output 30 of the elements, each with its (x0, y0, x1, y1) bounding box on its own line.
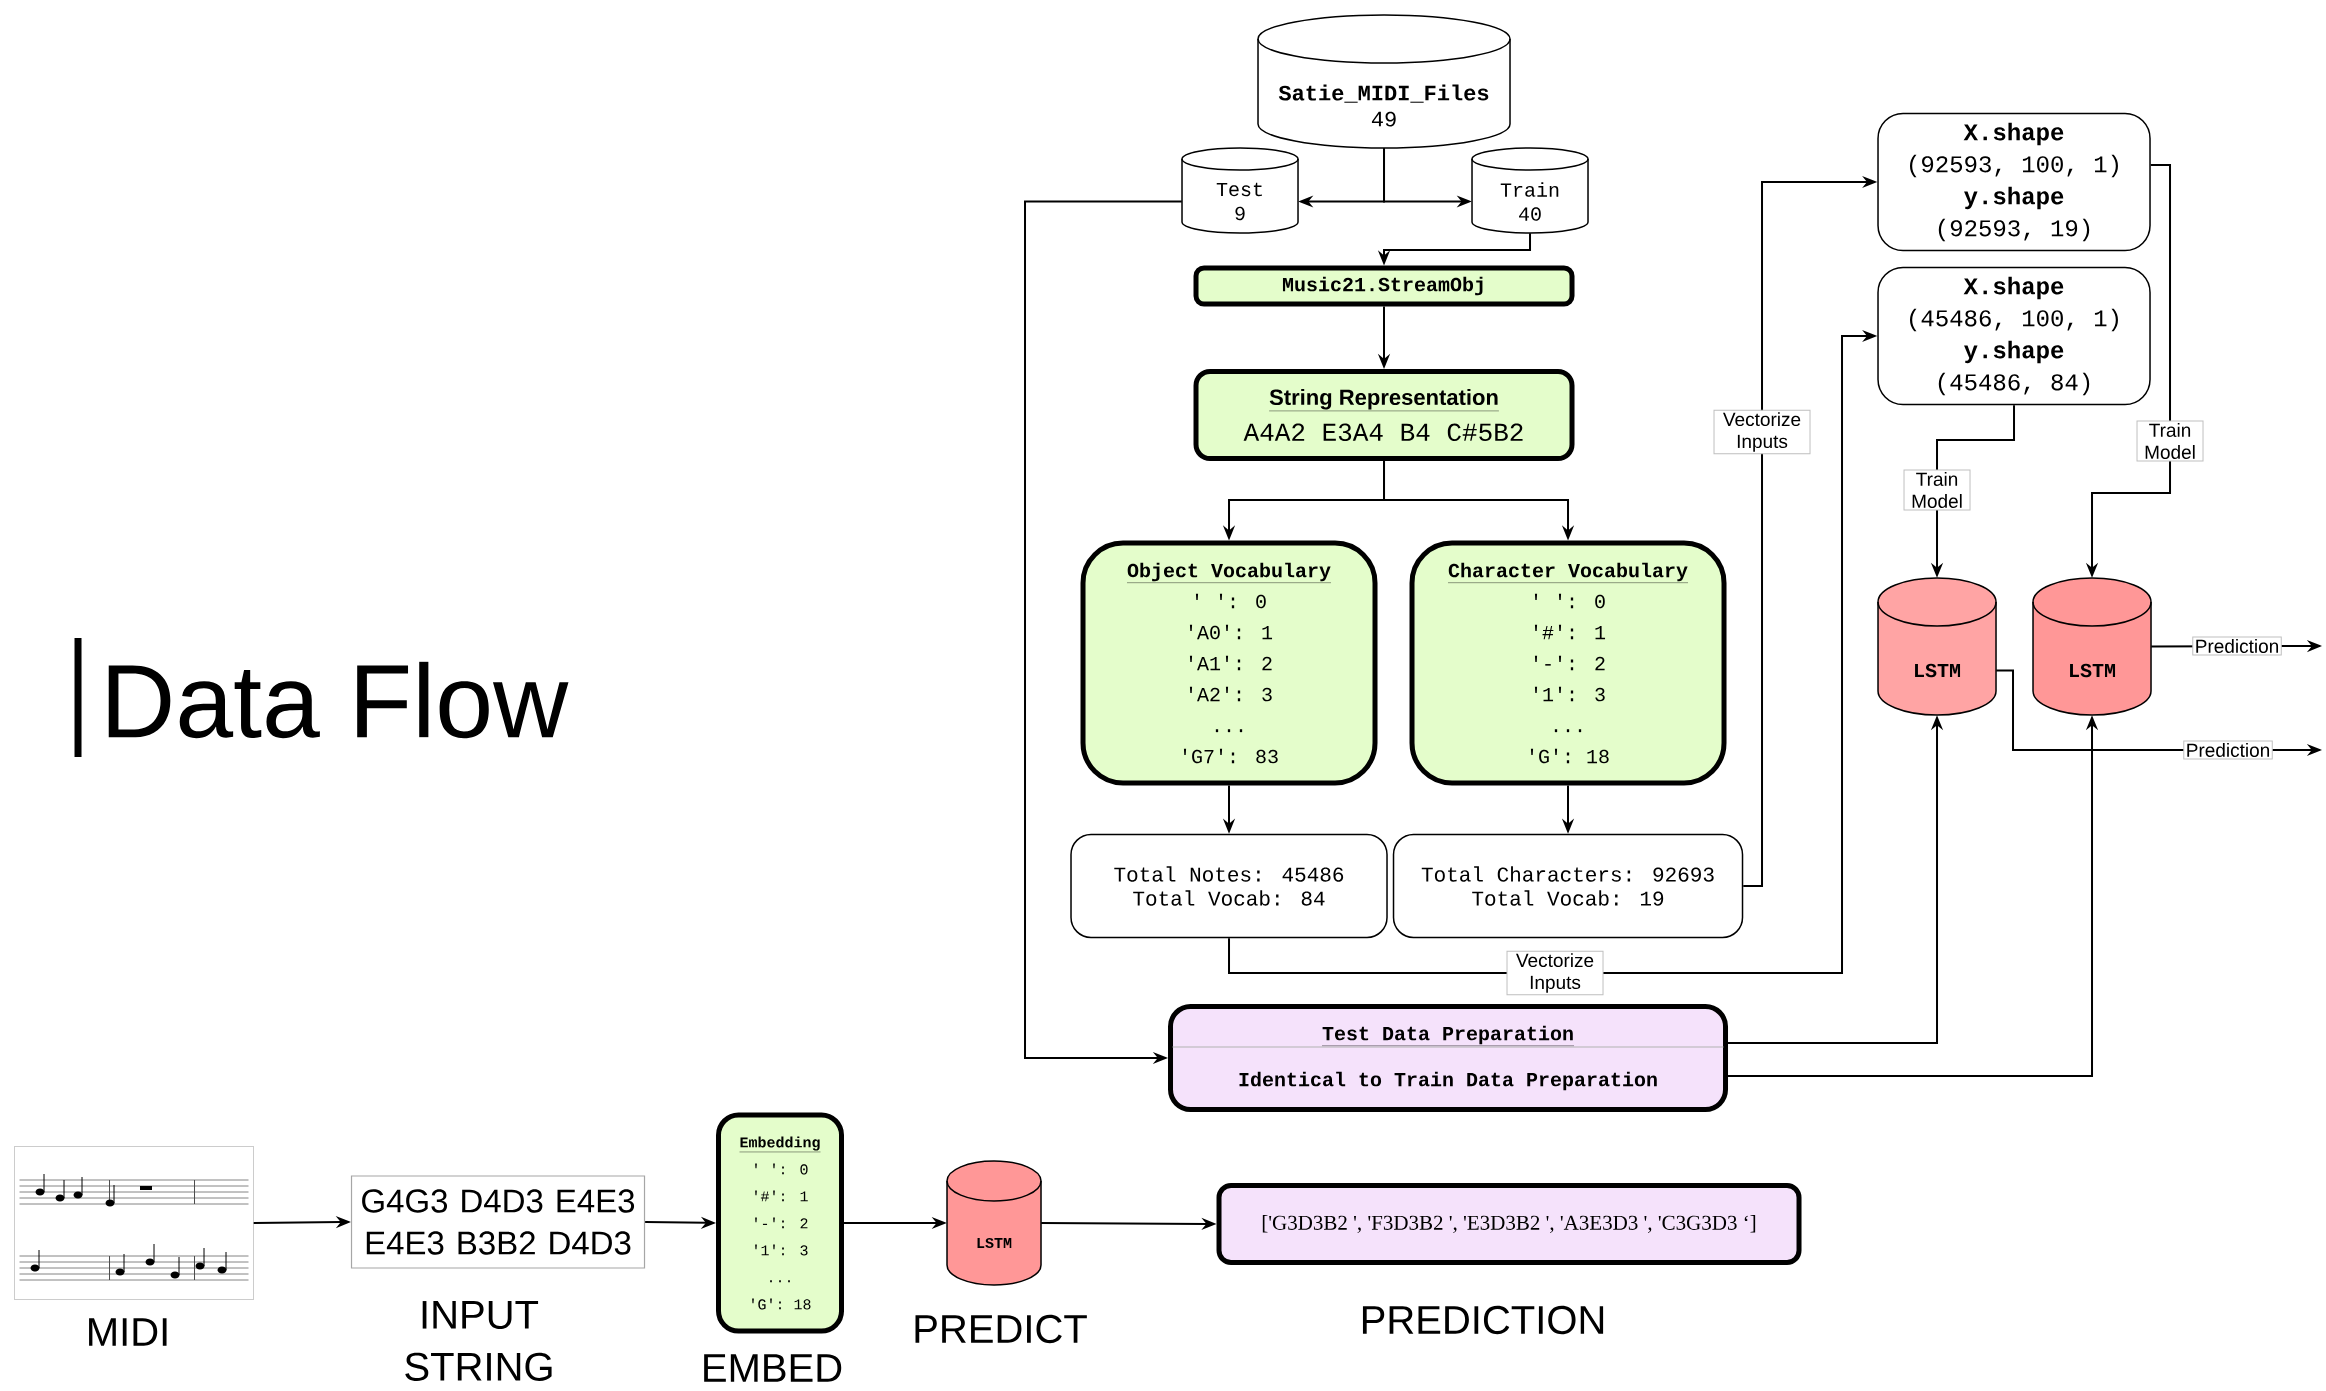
node-label: MIDI (89, 1318, 167, 1346)
model-cylinder: LSTM (1877, 577, 1997, 716)
edge-label: Vectorize Inputs (1713, 409, 1811, 455)
embedding-box: Embedding ' ': 0 '#': 1 '-': 2 '1': 3 ... 'G': 18 (716, 1112, 844, 1334)
edge-label: Vectorize Inputs (1506, 950, 1604, 996)
node-label: PREDICT (915, 1314, 1087, 1344)
data-box: X.shape (92593, 100, 1) y.shape (92593, 19) (1877, 112, 2151, 252)
database-cylinder: Satie_MIDI_Files 49 (1257, 14, 1511, 149)
node-label: EMBED (704, 1354, 842, 1382)
edge-label: Prediction (2192, 636, 2282, 656)
vocabulary-box: Object Vocabulary ' ': 0 'A0': 1 'A1': 2 'A2': 3 ... 'G7': 83 (1080, 540, 1378, 786)
vocabulary-box: Character Vocabulary ' ': 0 '#': 1 '-': 2 '1': 3 ... 'G': 18 (1409, 540, 1727, 786)
output-box: ['G3D3B2 ', 'F3D3B2 ', 'E3D3B2 ', 'A3E3D3 ', 'C3G3D3 ‘] (1216, 1183, 1802, 1265)
database-cylinder: Train 40 (1471, 147, 1589, 234)
edge-label: Train Model (2136, 420, 2204, 462)
edge-label: Prediction (2183, 740, 2273, 760)
node-label: INPUT STRING (405, 1301, 552, 1381)
model-cylinder: LSTM (2032, 577, 2152, 716)
process-box: Music21.StreamObj (1193, 265, 1575, 307)
text-box: G4G3 D4D3 E4E3 E4E3 B3B2 D4D3 (350, 1175, 646, 1269)
node-label: PREDICTION (1362, 1305, 1604, 1335)
model-cylinder: LSTM (946, 1160, 1042, 1286)
picture (14, 1146, 254, 1300)
data-box: Total Characters: 92693 Total Vocab: 19 (1392, 833, 1744, 939)
data-box: X.shape (45486, 100, 1) y.shape (45486, 84) (1877, 266, 2151, 406)
data-box: Total Notes: 45486 Total Vocab: 84 (1070, 833, 1388, 939)
database-cylinder: Test 9 (1181, 147, 1299, 234)
process-box: String Representation A4A2 E3A4 B4 C#5B2 (1193, 369, 1575, 461)
edge-label: Train Model (1903, 469, 1971, 511)
process-box: Test Data Preparation Identical to Train Data Preparation (1168, 1004, 1728, 1112)
